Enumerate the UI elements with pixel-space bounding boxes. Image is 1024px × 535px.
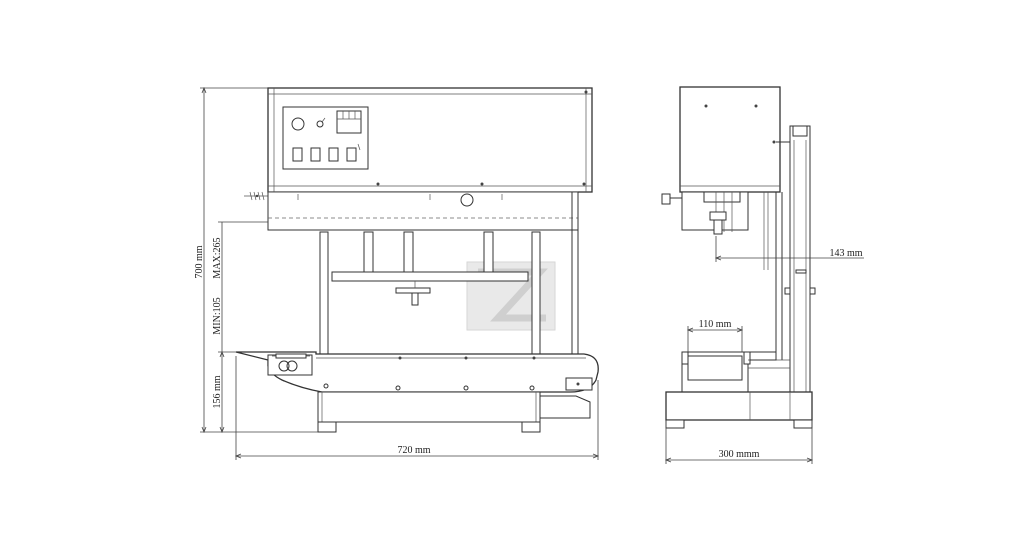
front-view <box>235 87 599 433</box>
dim-side-width: 300 mmm <box>719 449 760 460</box>
dim-front-width: 720 mm <box>397 445 430 456</box>
side-dimensions: 143 mm 110 mm 300 mmm <box>664 236 864 464</box>
sealing-head <box>267 191 579 231</box>
adjustment-knob-icon <box>460 193 474 207</box>
roller-icon <box>278 360 290 372</box>
side-foot-left <box>665 419 685 429</box>
side-view <box>661 86 816 429</box>
side-knob-icon <box>661 193 671 205</box>
column-left <box>319 231 329 355</box>
indicator-light-icon <box>316 120 324 128</box>
power-knob-icon <box>291 117 305 131</box>
dim-total-height: 700 mm <box>194 245 205 278</box>
cross-bar <box>331 271 529 282</box>
height-adjust-handle <box>395 287 431 294</box>
front-dimensions: 700 mm MAX:265 MIN:105 156 mm 720 mm <box>194 86 600 460</box>
dim-tray-width: 110 mm <box>699 319 732 330</box>
foot-left <box>317 421 337 433</box>
lower-body <box>317 391 541 423</box>
side-control-box <box>679 86 781 193</box>
column-right <box>531 231 541 355</box>
foot-right <box>521 421 541 433</box>
dim-lower-height: 156 mm <box>212 375 223 408</box>
side-foot-right <box>793 419 813 429</box>
control-button <box>328 147 339 162</box>
control-button <box>292 147 303 162</box>
control-panel <box>282 106 369 170</box>
control-button <box>346 147 357 162</box>
dim-max-height: MAX:265 <box>212 237 223 278</box>
control-box <box>267 87 593 193</box>
side-base <box>665 391 813 421</box>
control-button <box>310 147 321 162</box>
dim-side-offset: 143 mm <box>829 248 862 259</box>
dim-min-height: MIN:105 <box>212 297 223 334</box>
